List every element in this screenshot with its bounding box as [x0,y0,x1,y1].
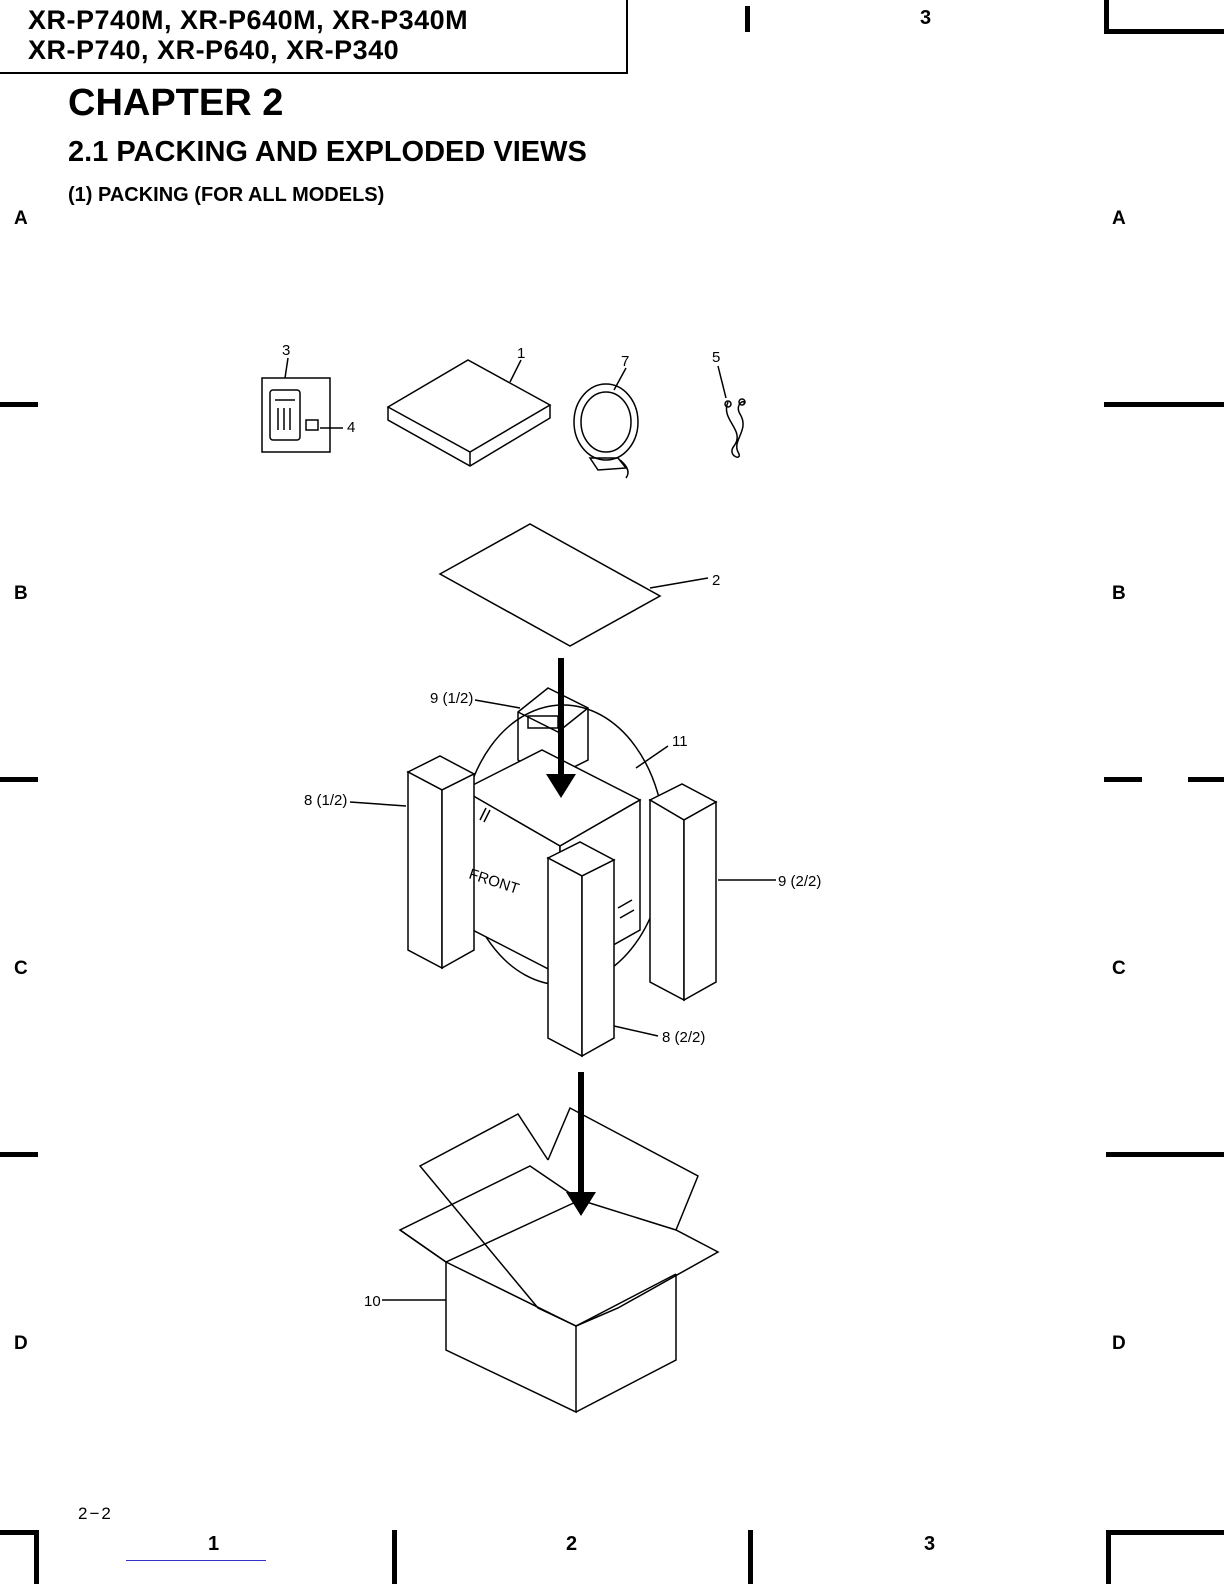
front-pad-part [548,842,658,1056]
callout-11: 11 [672,733,688,750]
carton-box-part [382,1108,718,1412]
callout-10: 10 [364,1293,381,1310]
callout-9-2of2: 9 (2/2) [778,873,821,890]
right-pad-part [650,784,776,1000]
protective-sheet-part [440,524,708,646]
callout-8-1of2: 8 (1/2) [304,792,347,809]
loop-antenna-part [574,368,638,478]
left-pad-part [350,756,474,968]
callout-8-2of2: 8 (2/2) [662,1029,705,1046]
callout-9-1of2: 9 (1/2) [430,690,473,707]
callout-3: 3 [282,342,290,359]
callout-1: 1 [517,345,525,362]
callout-2: 2 [712,572,720,589]
flat-carton-part [388,360,550,466]
callout-7: 7 [621,353,629,370]
callout-4: 4 [347,419,355,436]
cord-part [718,366,745,457]
callout-5: 5 [712,349,720,366]
remote-control-bag-part [262,358,343,452]
